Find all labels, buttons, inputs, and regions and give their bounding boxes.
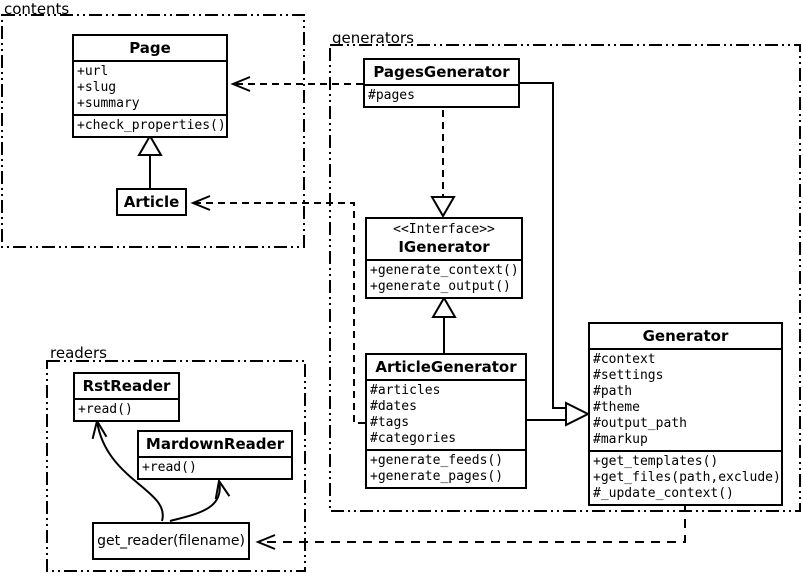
package-border-readers [46,360,306,572]
method-line: +read() [78,402,133,417]
call-getreader-rstreader [91,418,164,522]
method-line: +generate_pages() [370,469,504,484]
class-pagesgenerator: PagesGenerator #pages [363,58,520,108]
class-articlegenerator-title: ArticleGenerator [375,358,517,376]
method-line: +generate_output() [370,279,511,294]
package-label-generators: generators [332,29,414,47]
class-generator-methods: +get_templates() +get_files(path,exclude… [590,450,781,504]
method-line: #_update_context() [593,486,734,501]
class-articlegenerator: ArticleGenerator #articles #dates #tags … [365,353,527,489]
attribute-line: +url [77,64,109,79]
class-page-methods: +check_properties() [74,114,226,136]
dependency-generator-getreader [255,503,686,550]
inheritance-articlegenerator-igenerator-triangle [431,296,457,318]
class-igenerator-stereotype: <<Interface>> [393,222,495,237]
package-border-contents [1,14,305,248]
attribute-line: #path [593,384,633,399]
inheritance-pagesgenerator-generator-line [520,82,567,409]
class-igenerator-header: <<Interface>> IGenerator [367,219,521,259]
attribute-line: +slug [77,80,117,95]
class-rstreader-title: RstReader [82,377,171,395]
attribute-line: #context [593,352,656,367]
attribute-line: #tags [370,415,410,430]
class-igenerator-methods: +generate_context() +generate_output() [367,259,521,297]
call-getreader-mardownreader [169,478,231,522]
package-label-readers: readers [50,344,107,362]
attribute-line: #output_path [593,416,687,431]
method-line: +read() [142,460,197,475]
method-line: +generate_feeds() [370,453,504,468]
attribute-line: #theme [593,400,640,415]
class-generator: Generator #context #settings #path #them… [588,322,783,506]
attribute-line: #articles [370,383,441,398]
attribute-line: +summary [77,96,140,111]
package-label-contents: contents [4,0,70,18]
attribute-line: #pages [368,88,415,103]
class-igenerator-title: IGenerator [398,238,490,256]
class-page-title: Page [129,39,171,57]
class-mardownreader-title: MardownReader [145,435,285,453]
class-generator-title: Generator [642,327,729,345]
class-igenerator: <<Interface>> IGenerator +generate_conte… [365,217,523,299]
method-line: +generate_context() [370,263,519,278]
class-mardownreader-methods: +read() [139,456,291,478]
attribute-line: #categories [370,431,457,446]
class-article: Article [116,188,187,216]
method-line: +get_files(path,exclude) [593,470,781,485]
inheritance-article-page-triangle [137,134,163,156]
attribute-line: #settings [593,368,664,383]
function-get-reader: get_reader(filename) [92,522,250,560]
class-page-attributes: +url +slug +summary [74,60,226,114]
class-pagesgenerator-attributes: #pages [365,84,518,106]
method-line: +get_templates() [593,454,719,469]
class-rstreader-methods: +read() [75,398,178,420]
class-article-title: Article [123,193,180,211]
class-articlegenerator-methods: +generate_feeds() +generate_pages() [367,449,525,487]
class-page: Page +url +slug +summary +check_properti… [72,34,228,138]
inheritance-generator-triangle [565,401,591,427]
class-articlegenerator-attributes: #articles #dates #tags #categories [367,379,525,449]
function-get-reader-label: get_reader(filename) [97,533,245,549]
dependency-articlegenerator-article [190,195,365,424]
method-line: +check_properties() [77,118,226,133]
attribute-line: #markup [593,432,648,447]
attribute-line: #dates [370,399,417,414]
class-generator-attributes: #context #settings #path #theme #output_… [590,348,781,450]
package-border-generators [329,44,801,512]
realization-pagesgenerator-igenerator-triangle [430,196,456,218]
class-pagesgenerator-title: PagesGenerator [373,63,510,81]
class-mardownreader: MardownReader +read() [137,430,293,480]
class-rstreader: RstReader +read() [73,372,180,422]
